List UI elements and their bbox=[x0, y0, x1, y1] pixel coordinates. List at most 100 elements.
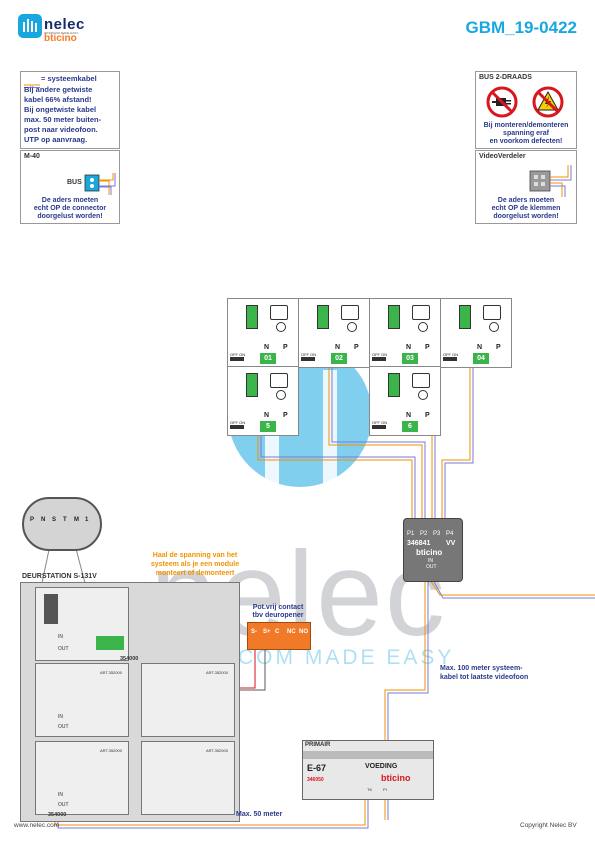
power-supply-terminal-pi: PI bbox=[383, 787, 387, 792]
max-100-note-1: Max. 100 meter systeem- bbox=[440, 665, 523, 672]
m40-note-2: echt OP de connector bbox=[33, 205, 107, 212]
monitor-unit: N P OFF ON 03 bbox=[369, 298, 441, 368]
cable-code-2: 354000 bbox=[48, 812, 67, 818]
relay-terminal-label: C bbox=[275, 629, 280, 635]
zoom-terminal-label: S bbox=[52, 517, 57, 523]
relay-terminal-label: S+ bbox=[263, 629, 271, 635]
legend-line-4: max. 50 meter buiten- bbox=[24, 115, 102, 124]
relay-terminal-label: S- bbox=[251, 629, 257, 635]
monitor-screen-icon bbox=[483, 305, 501, 320]
monitor-unit: N P OFF ON 04 bbox=[440, 298, 512, 368]
monitor-label-p: P bbox=[425, 344, 430, 351]
monitor-screen-icon bbox=[341, 305, 359, 320]
m40-bus-label: BUS bbox=[67, 179, 82, 186]
monitor-label-n: N bbox=[406, 344, 412, 351]
monitor-code: 5 bbox=[260, 421, 276, 432]
monitor-switch-label: OFF ON bbox=[301, 352, 317, 357]
relay-terminal-label: NO bbox=[299, 629, 308, 635]
monitor-button-icon bbox=[418, 322, 428, 332]
monitor-label-p: P bbox=[354, 344, 359, 351]
door-station-module-2: ART.352000 IN OUT bbox=[35, 663, 129, 737]
door-station-module-3: ART.352000 bbox=[141, 663, 235, 737]
m40-note-1: De aders moeten bbox=[41, 197, 99, 204]
monitor-button-icon bbox=[276, 390, 286, 400]
videoverdeler-title: VideoVerdeler bbox=[479, 153, 526, 160]
monitor-button-icon bbox=[418, 390, 428, 400]
no-plug-icon bbox=[486, 86, 518, 118]
monitor-screen-icon bbox=[412, 305, 430, 320]
legend-line-2: kabel 66% afstand! bbox=[24, 95, 92, 104]
monitor-connector-icon bbox=[246, 305, 258, 329]
zoom-terminal-label: N bbox=[41, 517, 46, 523]
io-in-label-3: IN bbox=[58, 792, 63, 798]
footer-url[interactable]: www.nelec.com bbox=[14, 822, 60, 829]
m40-note-3: doorgelust worden! bbox=[37, 213, 103, 220]
nelec-logo-icon bbox=[18, 14, 42, 38]
legend-title: = systeemkabel bbox=[41, 74, 97, 83]
legend-box: = systeemkabel Bij andere getwiste kabel… bbox=[20, 71, 120, 149]
monitor-connector-icon bbox=[246, 373, 258, 397]
monitor-screen-icon bbox=[270, 305, 288, 320]
power-warning-1: Haal de spanning van het bbox=[152, 552, 238, 559]
monitor-switch-label: OFF ON bbox=[372, 352, 388, 357]
bus-connector-icon bbox=[83, 173, 117, 195]
cable-code-1: 354000 bbox=[120, 656, 139, 662]
relay-terminal-label: NC bbox=[287, 629, 296, 635]
monitor-connector-icon bbox=[317, 305, 329, 329]
door-station-title: DEURSTATION S-131V bbox=[22, 573, 97, 580]
m40-box: M-40 BUS De aders moeten echt OP de conn… bbox=[20, 150, 120, 224]
monitor-label-n: N bbox=[264, 344, 270, 351]
monitor-code: 01 bbox=[260, 353, 276, 364]
monitor-label-n: N bbox=[406, 412, 412, 419]
monitor-label-p: P bbox=[283, 412, 288, 419]
terminal-block-icon bbox=[96, 636, 124, 650]
zoom-terminal-label: 1 bbox=[85, 517, 89, 523]
monitor-label-p: P bbox=[425, 412, 430, 419]
power-supply-brand: bticino bbox=[381, 773, 411, 783]
bus-box-title: BUS 2-DRAADS bbox=[479, 74, 532, 81]
door-station-frame: IN OUT ART.352000 IN OUT ART.352000 ART.… bbox=[20, 582, 240, 822]
monitor-label-p: P bbox=[496, 344, 501, 351]
monitor-switch-icon bbox=[443, 357, 457, 361]
monitor-label-n: N bbox=[335, 344, 341, 351]
m40-title: M-40 bbox=[24, 153, 40, 160]
monitor-switch-icon bbox=[372, 357, 386, 361]
monitor-code: 03 bbox=[402, 353, 418, 364]
power-warning-2: systeem als je een module bbox=[150, 561, 240, 568]
monitor-screen-icon bbox=[412, 373, 430, 388]
zoom-terminal-label: T bbox=[63, 517, 67, 523]
relay-title-2: tbv deuropener bbox=[252, 612, 304, 619]
monitor-label-n: N bbox=[477, 344, 483, 351]
monitor-code: 04 bbox=[473, 353, 489, 364]
distributor-port-2: P2 bbox=[420, 531, 428, 537]
vv-note-1: De aders moeten bbox=[497, 197, 555, 204]
monitor-button-icon bbox=[347, 322, 357, 332]
io-in-label-1: IN bbox=[58, 634, 63, 640]
video-distributor: P1 P2 P3 P4 346841 VV bticino IN OUT bbox=[403, 518, 463, 582]
module-code-4: ART.352000 bbox=[206, 748, 228, 753]
distributor-port-4: P4 bbox=[446, 531, 454, 537]
no-voltage-icon bbox=[532, 86, 564, 118]
power-supply-header: PRIMAIR bbox=[305, 742, 331, 748]
distributor-suffix: VV bbox=[446, 540, 456, 547]
distributor-brand: bticino bbox=[416, 548, 443, 557]
monitor-connector-icon bbox=[388, 305, 400, 329]
door-station-module-4: ART.352000 IN OUT bbox=[35, 741, 129, 815]
monitor-switch-label: OFF ON bbox=[443, 352, 459, 357]
io-out-label-1: OUT bbox=[58, 646, 69, 652]
module-code-3: ART.352000 bbox=[100, 748, 122, 753]
distributor-in-label: IN bbox=[428, 558, 433, 564]
monitor-switch-icon bbox=[372, 425, 386, 429]
vv-note-2: echt OP de klemmen bbox=[491, 205, 561, 212]
monitor-button-icon bbox=[276, 322, 286, 332]
monitor-label-n: N bbox=[264, 412, 270, 419]
monitor-screen-icon bbox=[270, 373, 288, 388]
brand-partner: bticino bbox=[44, 33, 77, 44]
legend-line-6: UTP op aanvraag. bbox=[24, 135, 88, 144]
bus-note-1: Bij monteren/demonteren bbox=[483, 122, 569, 129]
